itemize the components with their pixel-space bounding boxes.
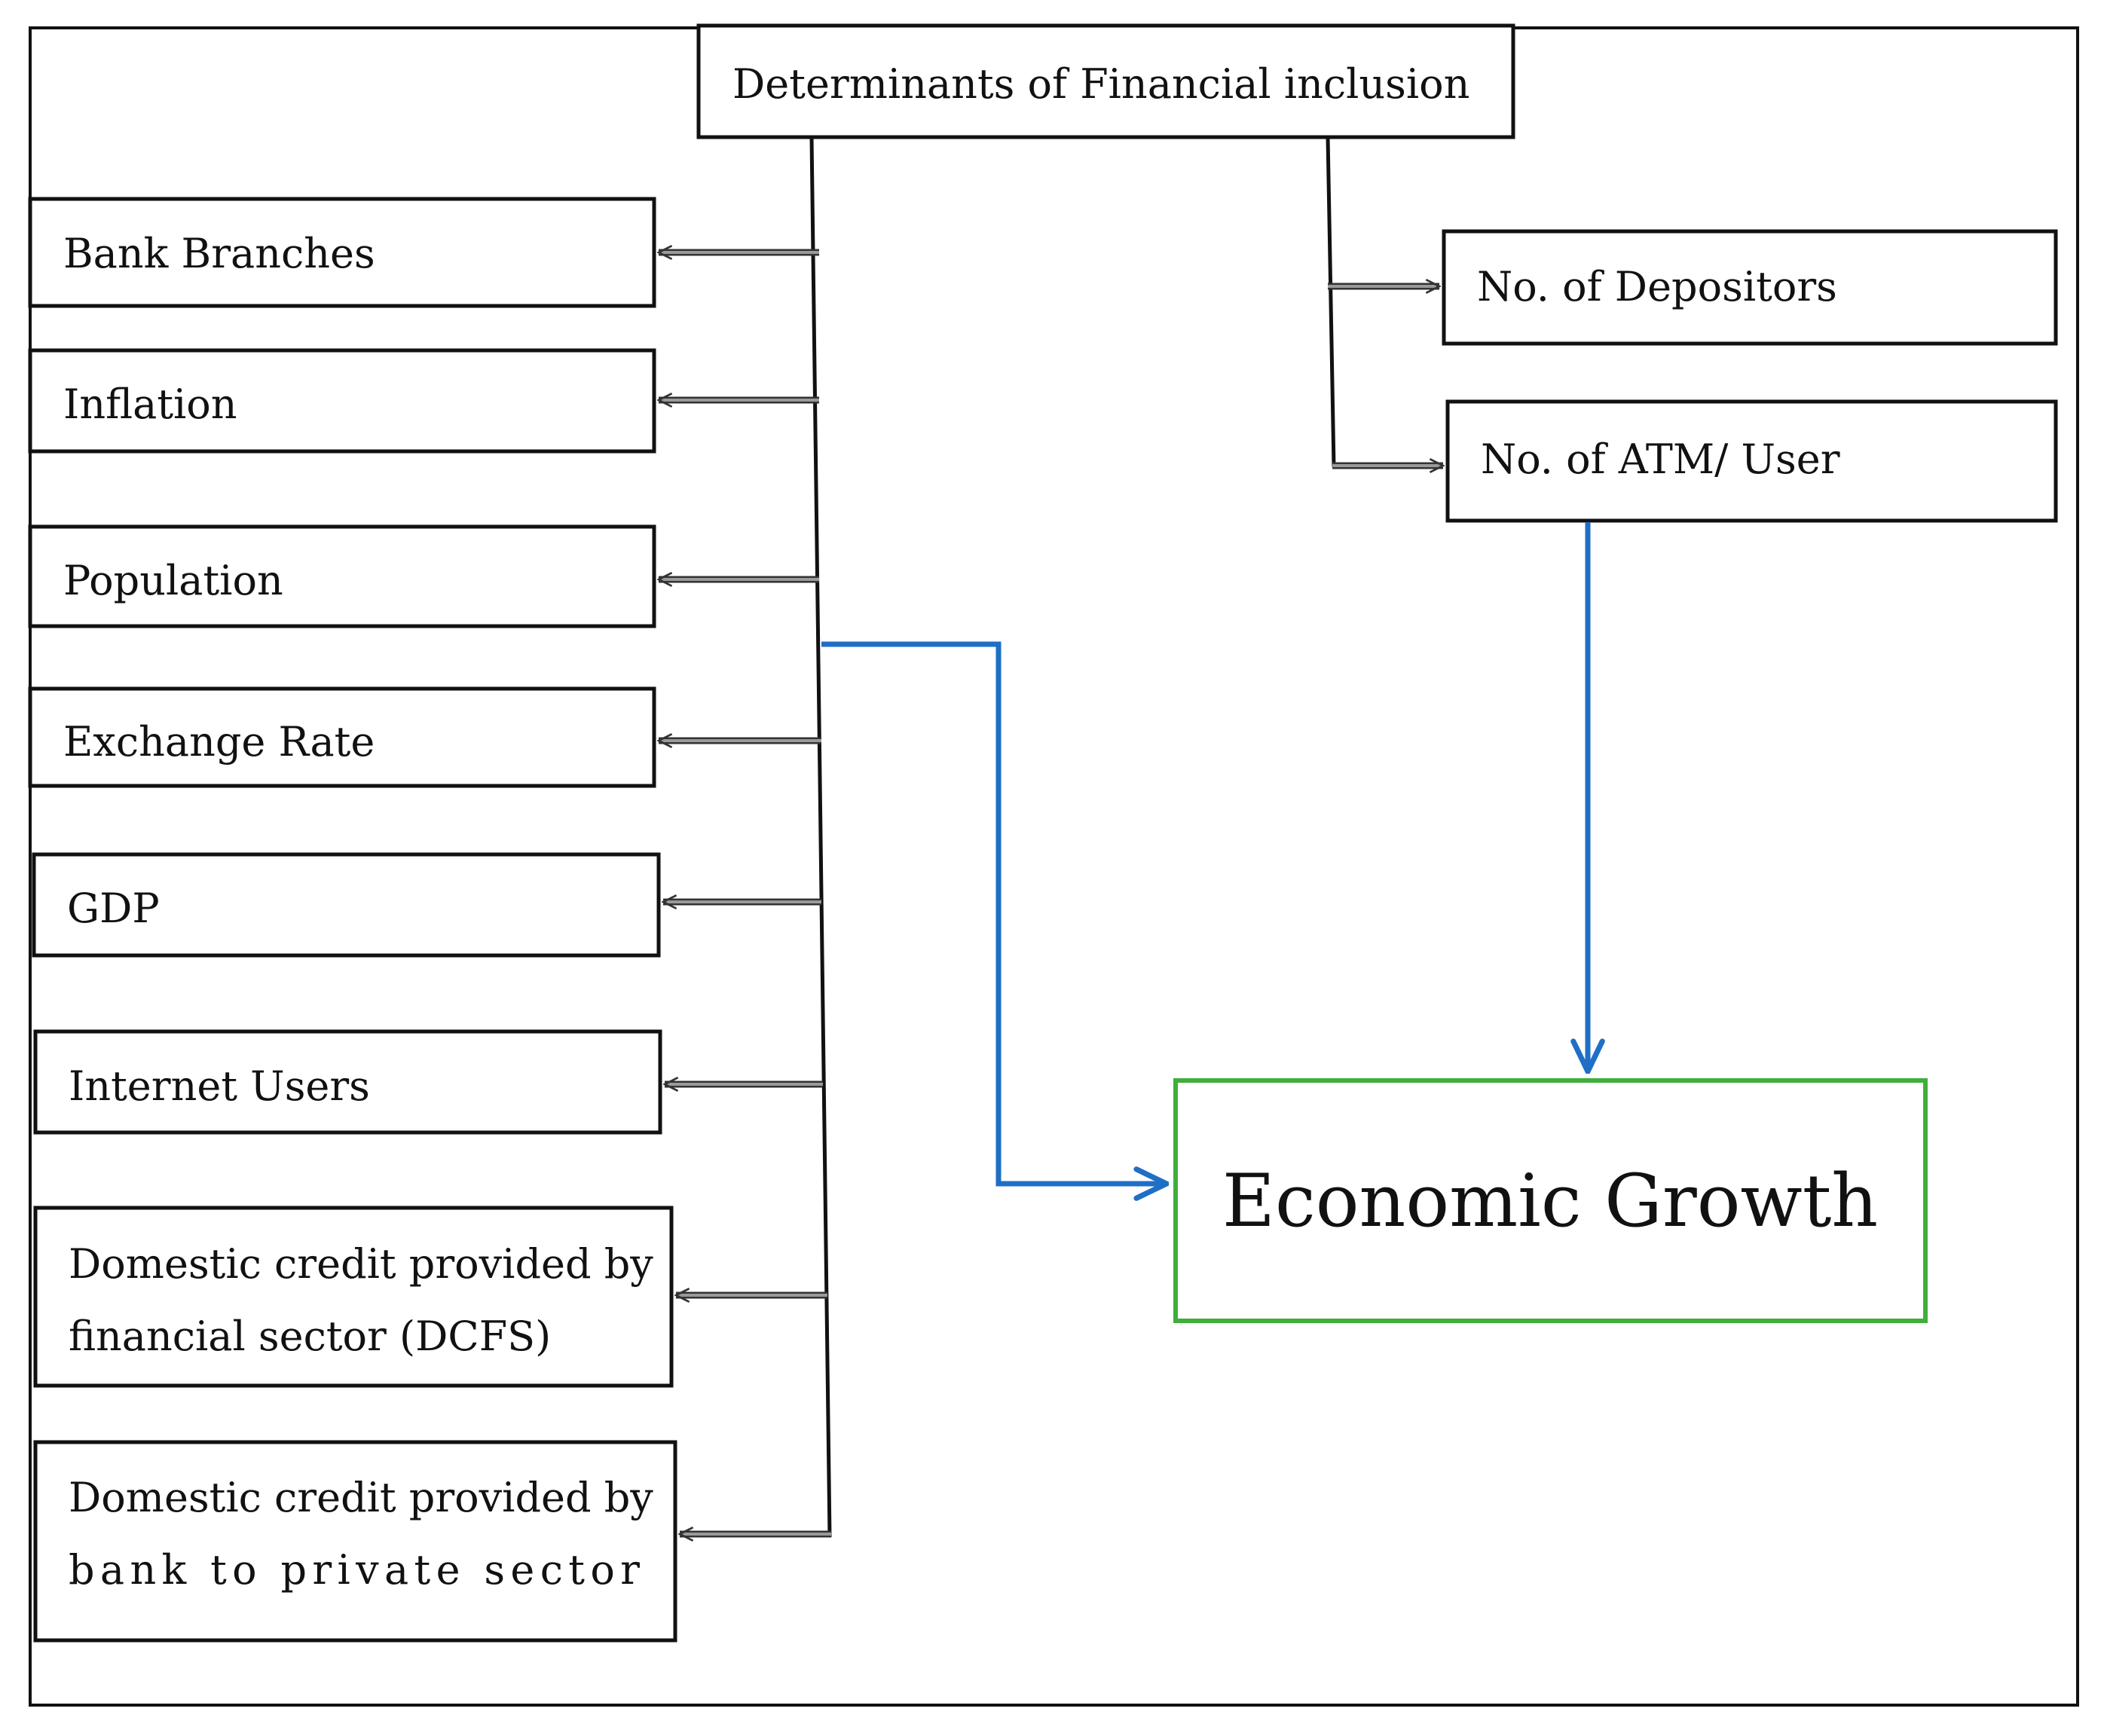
right-trunk-line	[1326, 136, 1336, 468]
node-label: Domestic credit provided by financial se…	[69, 1240, 666, 1360]
outcome-node: Economic Growth	[1173, 1078, 1928, 1323]
node-label: Exchange Rate	[63, 718, 375, 766]
node-label: Inflation	[63, 381, 237, 428]
node-label: Population	[63, 557, 283, 604]
node-no-of-depositors: No. of Depositors	[1442, 229, 2058, 346]
node-exchange-rate: Exchange Rate	[28, 686, 656, 788]
node-no-of-atm-user: No. of ATM/ User	[1445, 399, 2058, 523]
node-inflation: Inflation	[28, 348, 656, 454]
node-label: Bank Branches	[63, 230, 375, 277]
node-population: Population	[28, 524, 656, 628]
node-gdp: GDP	[32, 852, 661, 958]
node-label: No. of ATM/ User	[1481, 436, 1840, 483]
node-bank-branches: Bank Branches	[28, 197, 656, 308]
left-trunk-line	[809, 136, 832, 1538]
node-label: No. of Depositors	[1477, 263, 1837, 310]
outcome-label: Economic Growth	[1222, 1159, 1878, 1243]
node-internet-users: Internet Users	[33, 1029, 662, 1135]
root-node: Determinants of Financial inclusion	[696, 23, 1515, 139]
flow-arrow-determinants-to-growth	[821, 641, 1167, 1184]
node-label: GDP	[67, 885, 160, 932]
node-label: Internet Users	[69, 1062, 370, 1110]
right-connectors	[1328, 286, 1443, 466]
node-dcb-private: Domestic credit provided by bank to priv…	[33, 1440, 677, 1643]
left-connectors	[659, 252, 831, 1534]
root-label: Determinants of Financial inclusion	[732, 60, 1469, 108]
node-dcfs: Domestic credit provided by financial se…	[33, 1206, 674, 1388]
